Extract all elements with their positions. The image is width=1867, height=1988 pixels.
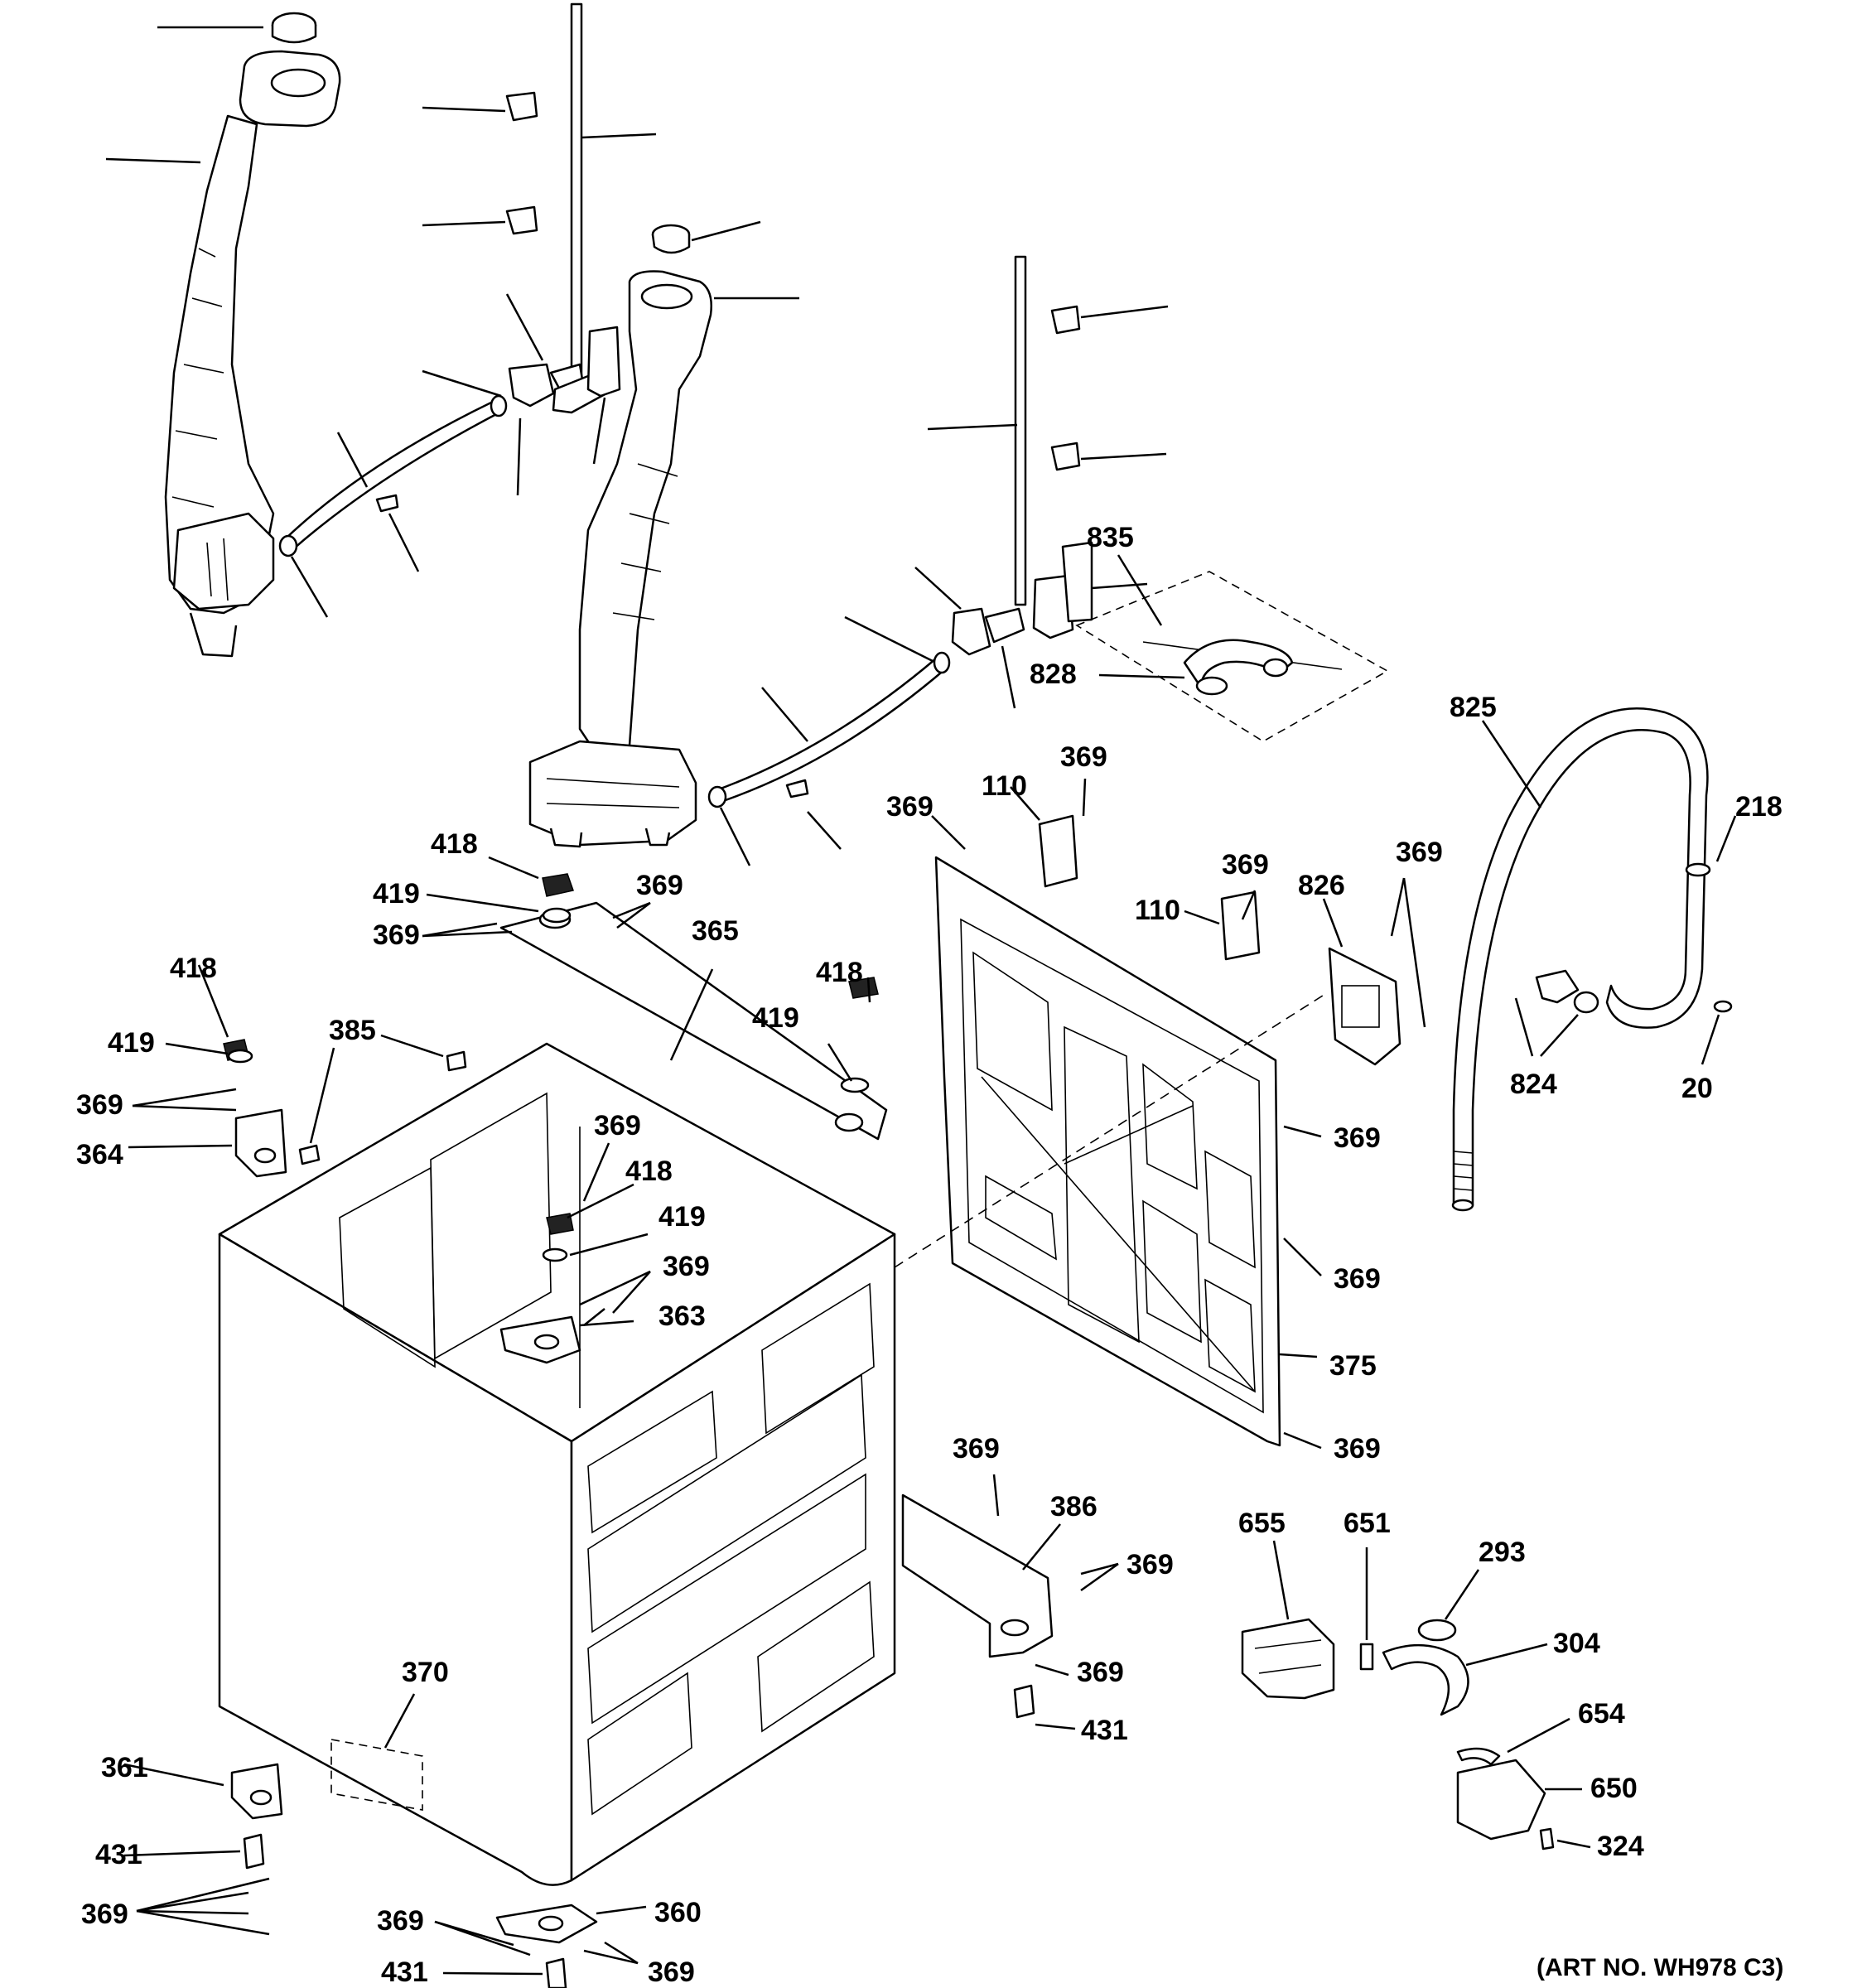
drain-pump-assembly [1241, 1540, 1591, 1850]
label-385: 385 [329, 1015, 376, 1046]
leveling-feet [123, 1684, 1076, 1988]
label-369-d: 369 [1396, 837, 1443, 868]
label-363: 363 [659, 1300, 706, 1332]
fill-assembly-center [528, 220, 799, 848]
label-293: 293 [1479, 1537, 1526, 1568]
hose-clips-center [927, 255, 1169, 606]
hose-clips-top [422, 91, 538, 235]
hose-left [278, 394, 508, 618]
label-418-a: 418 [431, 828, 478, 860]
corner-brackets [123, 1108, 647, 1944]
label-20: 20 [1681, 1073, 1713, 1104]
installation-kit [1075, 554, 1389, 742]
screw-leaders [132, 778, 1426, 1965]
label-110-b: 110 [1135, 895, 1180, 926]
cover-plates [1010, 786, 1261, 961]
label-419-b: 419 [108, 1027, 155, 1059]
lint-vent [1322, 898, 1401, 1066]
label-218: 218 [1735, 791, 1783, 823]
label-369-m: 369 [953, 1433, 1000, 1464]
label-824: 824 [1510, 1069, 1557, 1100]
label-386: 386 [1050, 1491, 1098, 1522]
label-369-i: 369 [663, 1251, 710, 1282]
label-369-p: 369 [81, 1899, 128, 1930]
label-324: 324 [1597, 1831, 1644, 1862]
label-431-a: 431 [95, 1839, 142, 1870]
art-number: (ART NO. WH978 C3) [1537, 1954, 1783, 1981]
label-369-h: 369 [594, 1110, 641, 1141]
label-418-c: 418 [816, 957, 863, 988]
label-369-g: 369 [76, 1089, 123, 1121]
label-369-b: 369 [886, 791, 934, 823]
label-835: 835 [1087, 522, 1134, 553]
label-365: 365 [692, 915, 739, 947]
label-369-k: 369 [1334, 1263, 1381, 1295]
part-number-labels: 835 828 825 218 824 20 826 110 110 369 3… [76, 522, 1783, 1988]
label-369-a: 369 [1060, 741, 1107, 773]
label-431-c: 431 [381, 1957, 428, 1988]
misc-leaders [384, 1308, 605, 1749]
label-369-f: 369 [373, 919, 420, 951]
lower-brace-front [901, 1493, 1061, 1658]
label-650: 650 [1590, 1773, 1638, 1804]
label-826: 826 [1298, 870, 1345, 901]
top-brace-rear [499, 901, 888, 1141]
label-369-c: 369 [1222, 849, 1269, 881]
back-panel [894, 856, 1326, 1447]
top-caps-and-gaskets [165, 856, 879, 1262]
label-375: 375 [1329, 1350, 1377, 1382]
fill-assembly-left [105, 12, 341, 658]
label-418-b: 418 [170, 953, 217, 984]
label-304: 304 [1553, 1628, 1600, 1659]
label-369-j: 369 [1334, 1122, 1381, 1154]
label-828: 828 [1030, 659, 1077, 690]
valve-assembly-center [844, 541, 1148, 709]
label-370: 370 [402, 1657, 449, 1688]
label-825: 825 [1450, 692, 1497, 723]
label-431-b: 431 [1081, 1715, 1128, 1746]
washer-cabinet [218, 1042, 896, 1886]
label-369-e: 369 [636, 870, 683, 901]
label-369-l: 369 [1334, 1433, 1381, 1464]
label-655: 655 [1238, 1508, 1286, 1539]
label-419-c: 419 [752, 1002, 799, 1034]
label-419-d: 419 [659, 1201, 706, 1233]
label-654: 654 [1578, 1698, 1625, 1730]
label-419-a: 419 [373, 878, 420, 910]
hose-center [707, 651, 951, 866]
label-369-o: 369 [1077, 1657, 1124, 1688]
label-369-r: 369 [648, 1957, 695, 1988]
valve-assembly-left [422, 293, 621, 496]
label-418-d: 418 [625, 1156, 673, 1187]
drain-hose [1451, 707, 1737, 1212]
pad-385 [298, 1034, 467, 1165]
label-110-a: 110 [982, 770, 1027, 802]
label-360: 360 [654, 1897, 702, 1928]
label-369-n: 369 [1126, 1549, 1174, 1580]
label-364: 364 [76, 1139, 123, 1170]
label-369-q: 369 [377, 1905, 424, 1937]
label-361: 361 [101, 1752, 148, 1783]
label-651: 651 [1344, 1508, 1391, 1539]
